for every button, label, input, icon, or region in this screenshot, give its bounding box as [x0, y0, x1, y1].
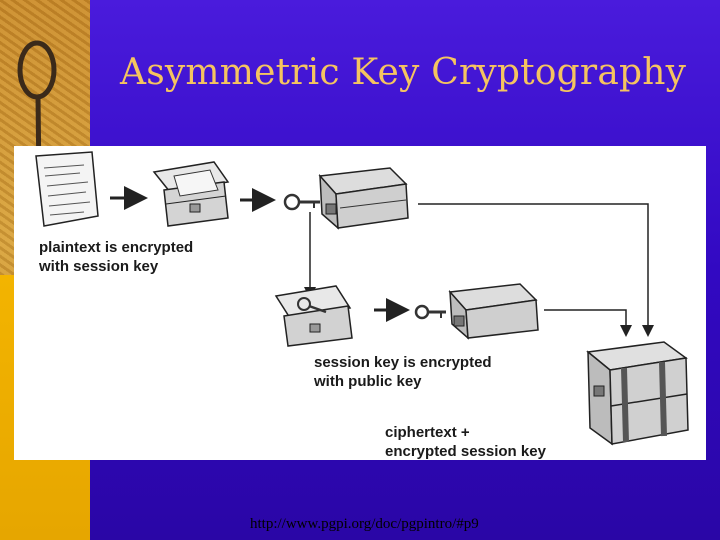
label-ciphertext: ciphertext + encrypted session key	[385, 424, 546, 460]
stacked-chests-icon	[586, 341, 689, 446]
document-icon	[35, 151, 99, 227]
key-icon	[283, 193, 320, 211]
locked-key-chest-icon	[448, 283, 539, 340]
encryption-diagram: plaintext is encrypted with session key …	[14, 146, 706, 460]
connector-to-ciphertext	[418, 203, 654, 337]
source-url: http://www.pgpi.org/doc/pgpintro/#p9	[250, 516, 479, 532]
public-key-icon	[414, 304, 446, 320]
open-chest-key-icon	[274, 285, 353, 347]
slide-title: Asymmetric Key Cryptography	[120, 52, 687, 93]
label-session-key-encrypted: session key is encrypted with public key	[314, 354, 492, 390]
open-chest-icon	[152, 161, 230, 227]
locked-chest-icon	[318, 167, 409, 230]
label-plaintext-encrypted: plaintext is encrypted with session key	[39, 239, 194, 275]
connector-key-to-ciphertext	[544, 309, 632, 337]
